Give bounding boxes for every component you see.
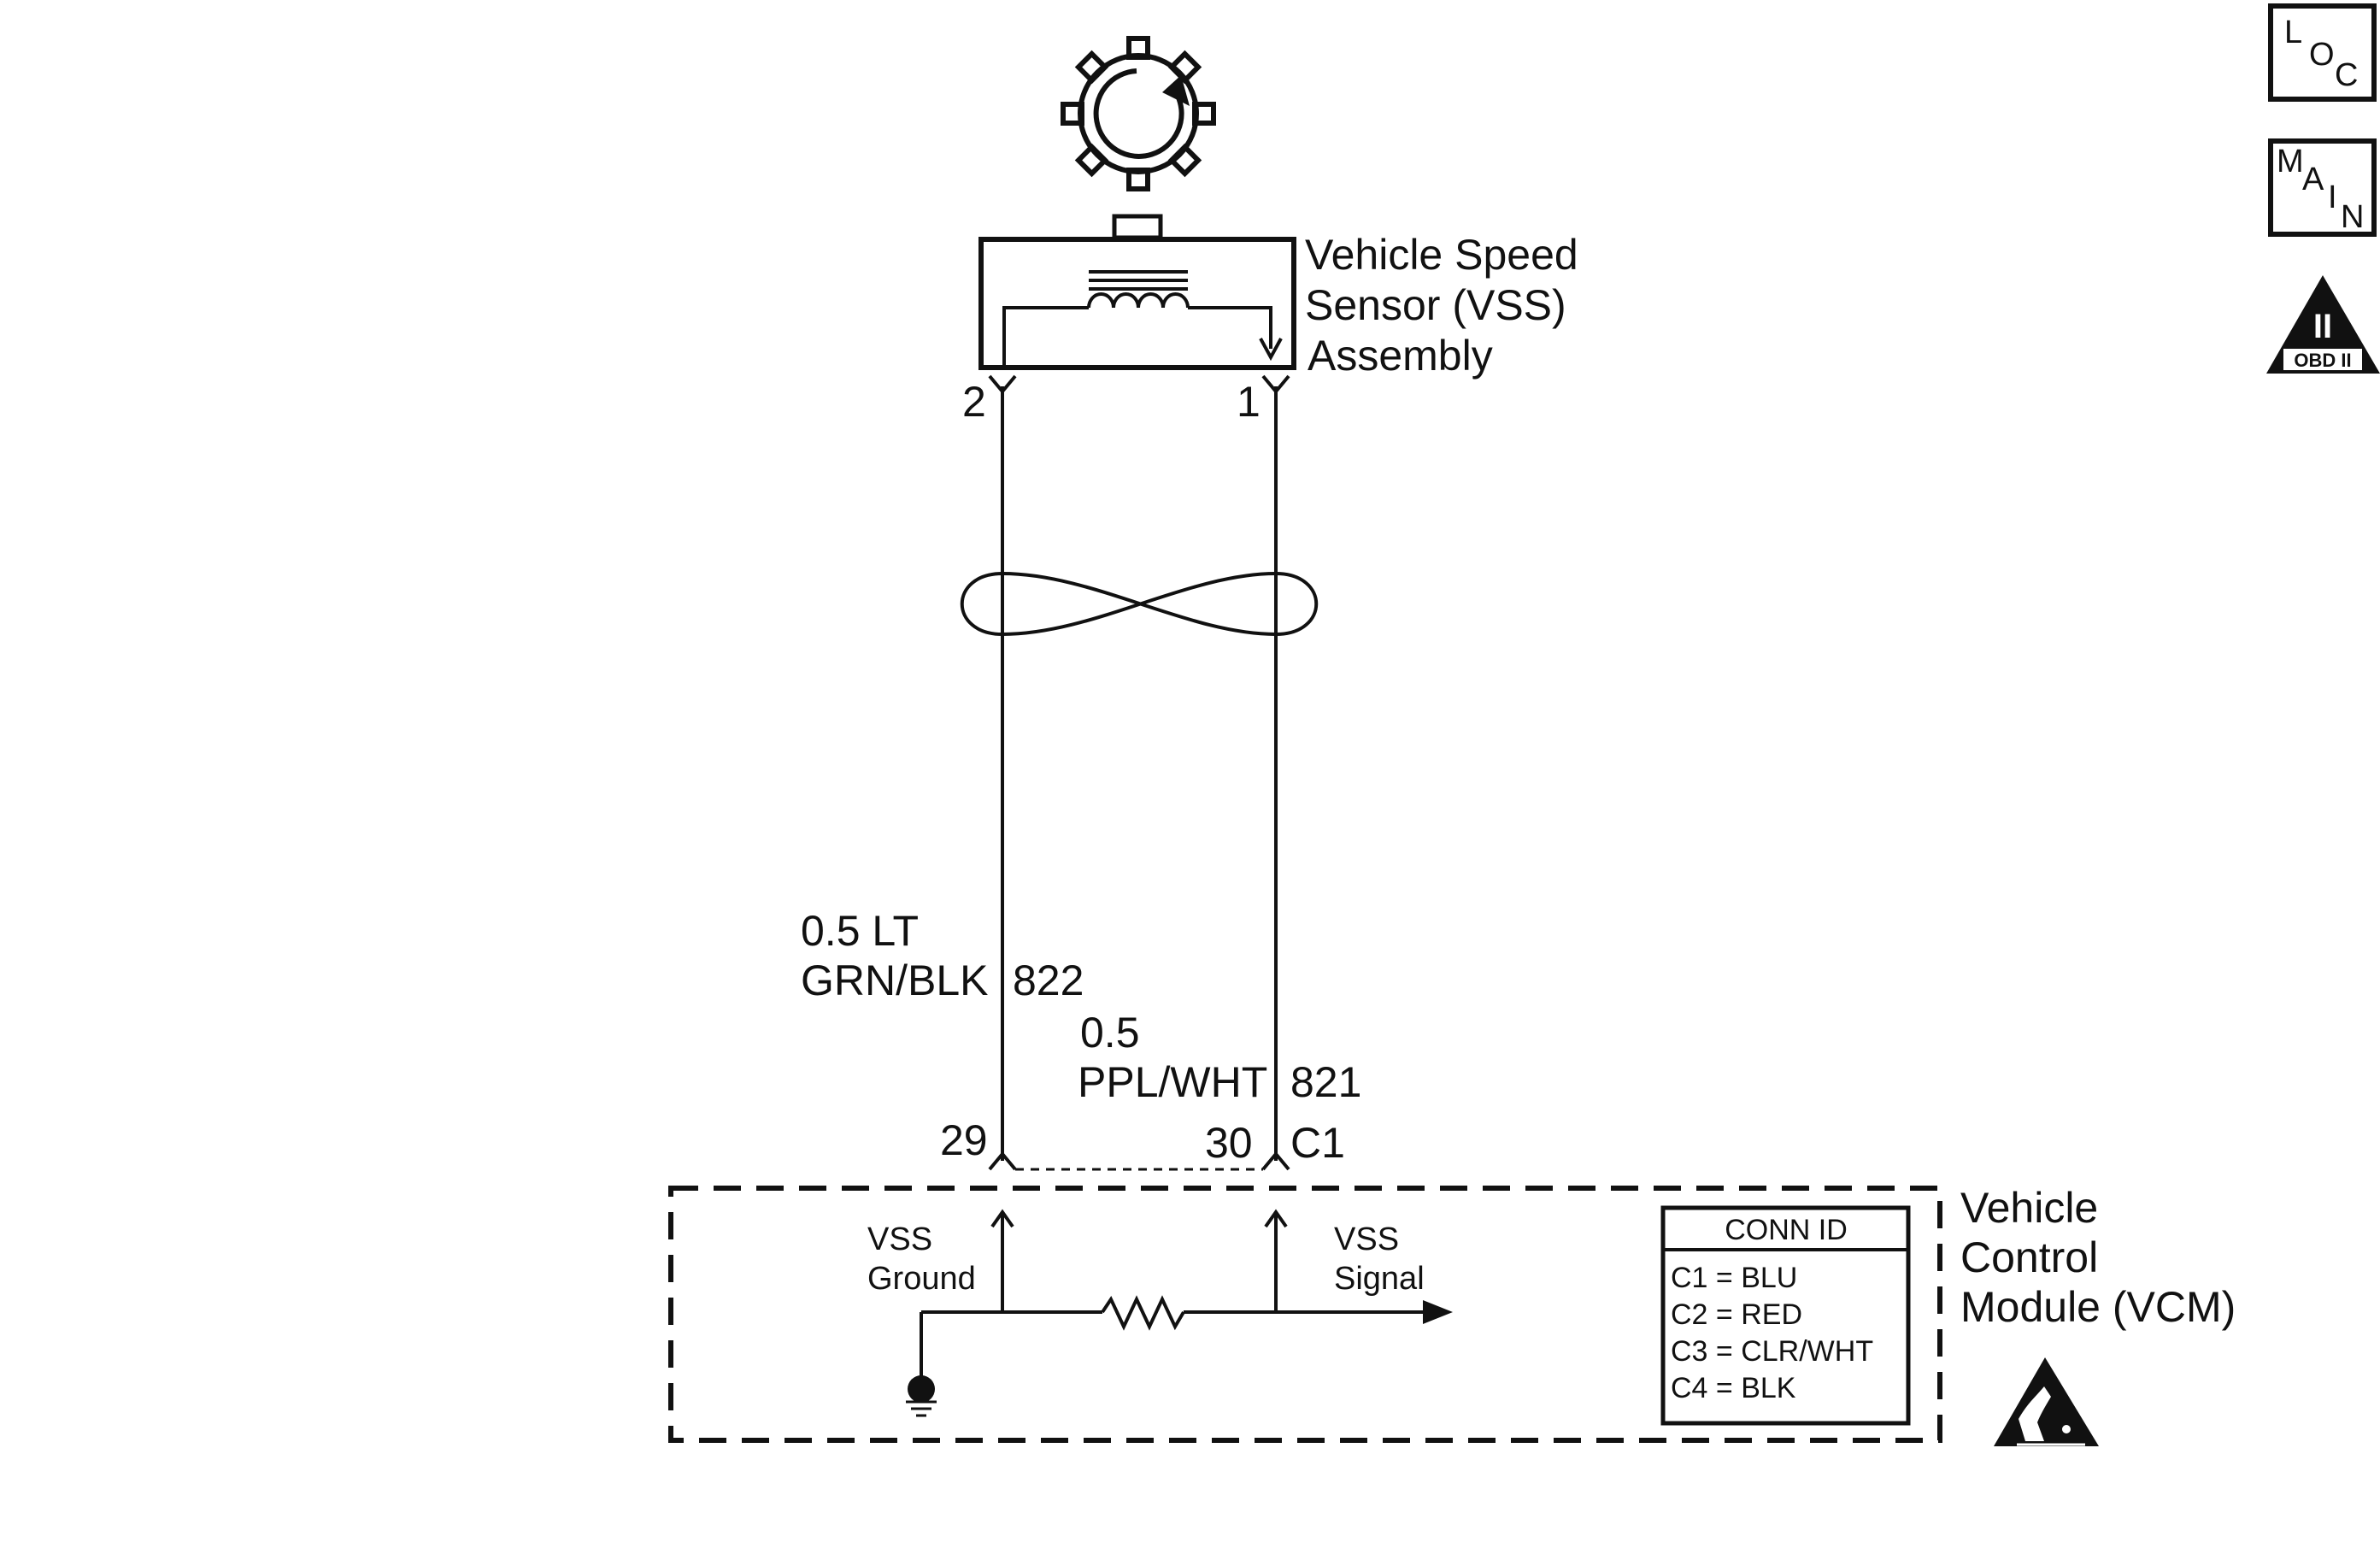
loc-letter-o: O xyxy=(2309,37,2335,73)
vss-signal-label-1: VSS xyxy=(1334,1221,1399,1257)
main-letter-n: N xyxy=(2341,199,2364,235)
vcm-name-line-2: Control xyxy=(1960,1233,2098,1281)
conn-id-row-1: C1 = BLU xyxy=(1671,1262,1797,1294)
coil-lead-arrow xyxy=(1259,338,1283,362)
vcm-connector-c1: C1 xyxy=(1290,1119,1345,1167)
vcm-name-line-3: Module (VCM) xyxy=(1960,1283,2236,1331)
coil-lead-left xyxy=(1002,306,1089,368)
wire-822-color: GRN/BLK xyxy=(801,957,989,1004)
vcm-terminal-29 xyxy=(988,1151,1017,1171)
twisted-pair-icon xyxy=(960,571,1319,637)
vss-ground-label-1: VSS xyxy=(867,1221,932,1257)
vcm-ground-arrow xyxy=(990,1209,1014,1228)
sensor-pin-1: 1 xyxy=(1237,378,1261,426)
signal-out-arrow xyxy=(1423,1300,1453,1324)
main-letter-a: A xyxy=(2302,162,2324,197)
obd-numeral: II xyxy=(2313,308,2332,345)
wire-822-circuit: 822 xyxy=(1013,957,1084,1004)
vcm-pin-29: 29 xyxy=(940,1116,988,1164)
vcm-boundary xyxy=(668,1186,1942,1443)
sensor-name-line-3: Assembly xyxy=(1308,332,1493,380)
esd-warning-icon xyxy=(1994,1357,2099,1446)
sensor-housing xyxy=(978,237,1296,370)
inductor-coil-icon xyxy=(1087,270,1190,309)
resistor-icon xyxy=(1101,1295,1185,1331)
wire-821-circuit: 821 xyxy=(1290,1058,1361,1106)
vcm-pin-30: 30 xyxy=(1205,1119,1253,1167)
loc-button[interactable]: L O C xyxy=(2268,3,2377,102)
gear-teeth xyxy=(1061,36,1216,191)
wire-821-size: 0.5 xyxy=(1080,1009,1140,1057)
loc-letter-l: L xyxy=(2284,15,2302,50)
vcm-name-line-1: Vehicle xyxy=(1960,1184,2098,1232)
obd-ii-button[interactable]: II OBD II xyxy=(2266,275,2380,374)
obd-label: OBD II xyxy=(2294,350,2351,371)
sensor-name-line-2: Sensor (VSS) xyxy=(1305,281,1566,329)
sensor-shaft xyxy=(1112,214,1163,240)
vss-signal-label-2: Signal xyxy=(1334,1261,1425,1297)
rotation-arc xyxy=(1093,68,1184,159)
rotating-gear-icon xyxy=(1061,36,1216,191)
ground-symbol-icon xyxy=(906,1375,937,1417)
conn-id-row-3: C3 = CLR/WHT xyxy=(1671,1335,1873,1368)
conn-id-table: CONN ID C1 = BLU C2 = RED C3 = CLR/WHT C… xyxy=(1660,1205,1911,1426)
wire-822-size: 0.5 LT xyxy=(801,907,919,955)
sensor-name-line-1: Vehicle Speed xyxy=(1305,231,1578,279)
vcm-terminal-30 xyxy=(1261,1151,1290,1171)
main-letter-i: I xyxy=(2328,180,2337,215)
wires xyxy=(960,386,1319,1171)
wire-821-color: PPL/WHT xyxy=(1078,1058,1267,1106)
vcm-internal-circuit xyxy=(906,1209,1453,1417)
rotation-arrowhead xyxy=(1162,75,1190,106)
vcm-signal-arrow xyxy=(1264,1209,1288,1228)
main-letter-m: M xyxy=(2277,144,2304,180)
gear-body xyxy=(1078,53,1199,174)
loc-letter-c: C xyxy=(2335,57,2358,93)
vss-ground-label-2: Ground xyxy=(867,1261,976,1297)
sensor-pin-2: 2 xyxy=(962,378,986,426)
conn-id-title: CONN ID xyxy=(1725,1214,1848,1246)
conn-id-row-2: C2 = RED xyxy=(1671,1298,1802,1331)
main-button[interactable]: M A I N xyxy=(2268,138,2377,237)
vss-assembly xyxy=(978,214,1296,370)
conn-id-row-4: C4 = BLK xyxy=(1671,1372,1796,1404)
coil-lead-right xyxy=(1188,306,1272,349)
